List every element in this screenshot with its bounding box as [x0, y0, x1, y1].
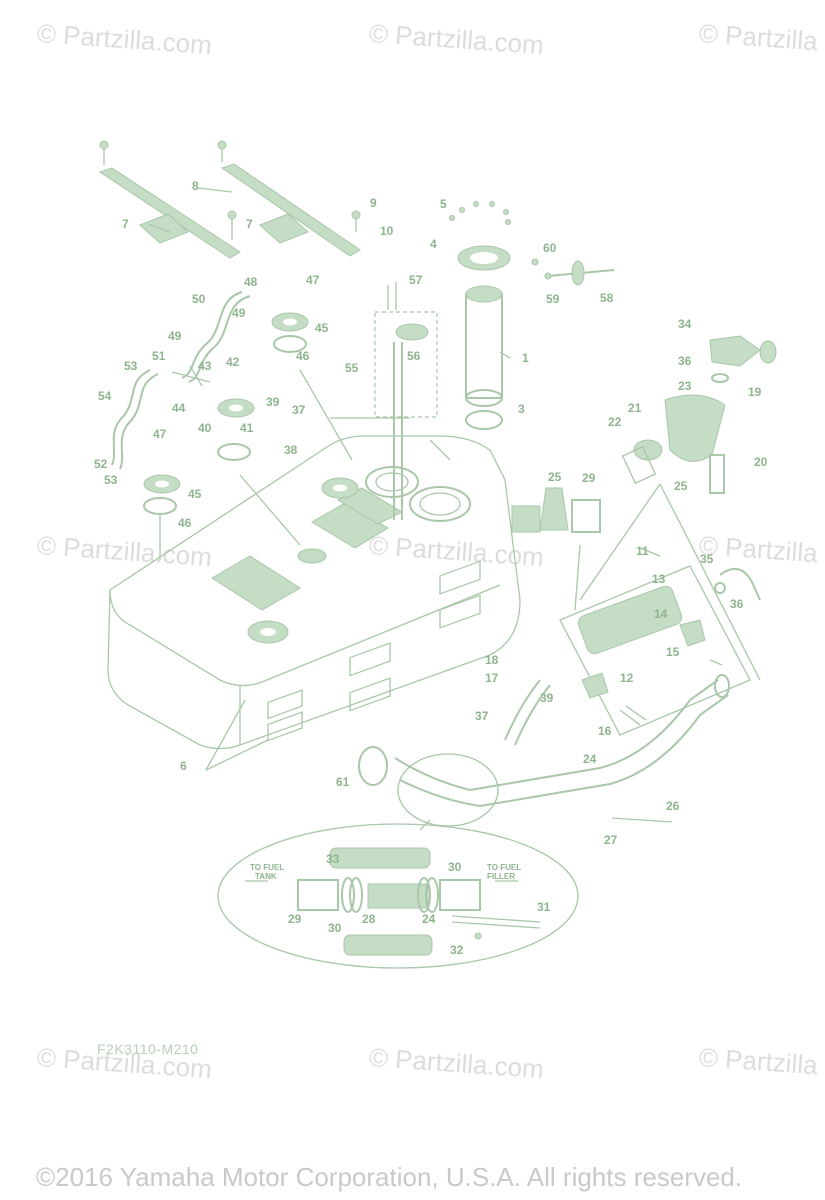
- callout-45: 45: [188, 487, 202, 501]
- copyright-notice: ©2016 Yamaha Motor Corporation, U.S.A. A…: [36, 1162, 743, 1192]
- callout-23: 23: [678, 379, 692, 393]
- callout-43: 43: [198, 359, 212, 373]
- callout-49: 49: [168, 329, 182, 343]
- joint-detail-inset: [217, 823, 579, 969]
- callout-32: 32: [450, 943, 464, 957]
- diagram-code: F2K3110-M210: [97, 1041, 199, 1057]
- callout-7: 7: [246, 217, 253, 231]
- callout-52: 52: [94, 457, 108, 471]
- callout-47: 47: [153, 427, 167, 441]
- callout-37: 37: [292, 403, 306, 417]
- callout-25: 25: [548, 470, 562, 484]
- filler-neck-parts: [511, 487, 601, 533]
- callout-17: 17: [485, 671, 499, 685]
- fuel-filter-assembly: [559, 565, 751, 736]
- callout-28: 28: [362, 912, 376, 926]
- callout-38: 38: [284, 443, 298, 457]
- callout-13: 13: [652, 572, 666, 586]
- leader-lines: [147, 187, 761, 831]
- inset-note-to-fuel-filler: TO FUEL: [487, 863, 521, 872]
- callout-12: 12: [620, 671, 634, 685]
- callout-5: 5: [440, 197, 447, 211]
- callout-21: 21: [628, 401, 642, 415]
- callout-31: 31: [537, 900, 551, 914]
- callout-53: 53: [104, 473, 118, 487]
- callout-55: 55: [345, 361, 359, 375]
- fuel-tank: [107, 435, 521, 750]
- callout-61: 61: [336, 775, 350, 789]
- inset-note-to-fuel-tank: TANK: [255, 872, 277, 881]
- callout-30: 30: [328, 921, 342, 935]
- rubber-pads: [139, 213, 309, 244]
- callout-34: 34: [678, 317, 692, 331]
- callout-18: 18: [485, 653, 499, 667]
- callout-44: 44: [172, 401, 186, 415]
- callout-4: 4: [430, 237, 437, 251]
- callout-39: 39: [540, 691, 554, 705]
- flange-gaskets: [143, 312, 309, 515]
- callout-51: 51: [152, 349, 166, 363]
- callout-9: 9: [370, 196, 377, 210]
- callout-46: 46: [296, 349, 310, 363]
- callout-56: 56: [407, 349, 421, 363]
- inset-note-to-fuel-tank: TO FUEL: [250, 863, 284, 872]
- callout-10: 10: [380, 224, 394, 238]
- fuel-hoses: [358, 567, 761, 827]
- callout-numbers: 1 3 4 5 6 7 7 8 9 10 11 12 13 14 15 16 1…: [94, 179, 768, 957]
- vent-fitting: [531, 258, 615, 286]
- tank-straps: [98, 140, 361, 259]
- callout-54: 54: [98, 389, 112, 403]
- callout-8: 8: [192, 179, 199, 193]
- callout-25: 25: [674, 479, 688, 493]
- callout-45: 45: [315, 321, 329, 335]
- callout-59: 59: [546, 292, 560, 306]
- callout-24: 24: [583, 752, 597, 766]
- callout-22: 22: [608, 415, 622, 429]
- callout-30: 30: [448, 860, 462, 874]
- callout-1: 1: [522, 351, 529, 365]
- callout-41: 41: [240, 421, 254, 435]
- callout-6: 6: [180, 759, 187, 773]
- callout-40: 40: [198, 421, 212, 435]
- callout-35: 35: [700, 552, 714, 566]
- callout-3: 3: [518, 402, 525, 416]
- callout-16: 16: [598, 724, 612, 738]
- callout-36: 36: [730, 597, 744, 611]
- callout-50: 50: [192, 292, 206, 306]
- callout-39: 39: [266, 395, 280, 409]
- inset-note-to-fuel-filler: FILLER: [487, 872, 515, 881]
- callout-60: 60: [543, 241, 557, 255]
- callout-49: 49: [232, 306, 246, 320]
- callout-57: 57: [409, 273, 423, 287]
- level-gauge: [374, 282, 438, 520]
- callout-36: 36: [678, 354, 692, 368]
- callout-47: 47: [306, 273, 320, 287]
- callout-37: 37: [475, 709, 489, 723]
- callout-14: 14: [654, 607, 668, 621]
- callout-7: 7: [122, 217, 129, 231]
- callout-53: 53: [124, 359, 138, 373]
- callout-58: 58: [600, 291, 614, 305]
- callout-15: 15: [666, 645, 680, 659]
- side-brackets: [111, 291, 251, 470]
- callout-27: 27: [604, 833, 618, 847]
- valve-assembly: [621, 335, 777, 494]
- callout-24: 24: [422, 912, 436, 926]
- callout-20: 20: [754, 455, 768, 469]
- callout-42: 42: [226, 355, 240, 369]
- callout-29: 29: [288, 912, 302, 926]
- callout-33: 33: [326, 852, 340, 866]
- fuel-sender-unit: [449, 201, 511, 430]
- callout-26: 26: [666, 799, 680, 813]
- callout-29: 29: [582, 471, 596, 485]
- callout-46: 46: [178, 516, 192, 530]
- callout-48: 48: [244, 275, 258, 289]
- callout-11: 11: [636, 544, 649, 558]
- callout-19: 19: [748, 385, 762, 399]
